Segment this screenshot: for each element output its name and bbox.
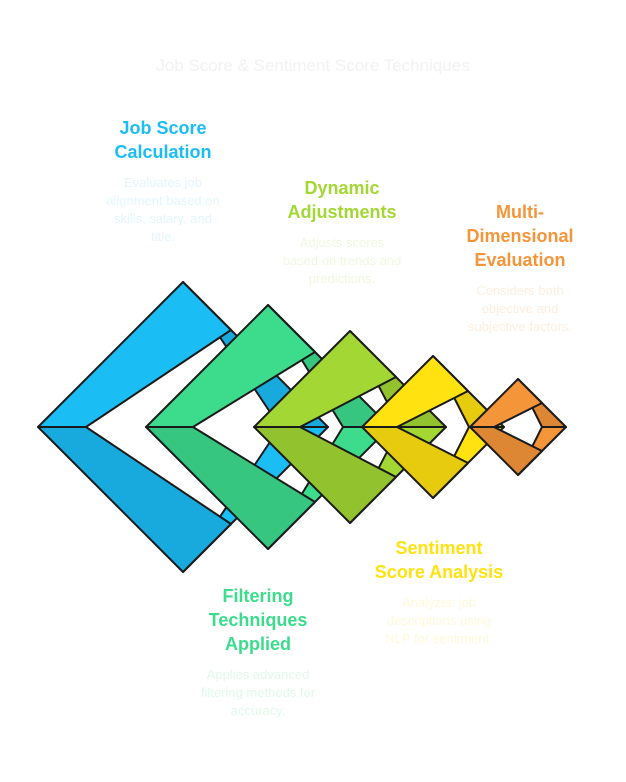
label-sentiment: Sentiment Score Analysis Analyzes job de… (358, 536, 520, 648)
label-sentiment-description: Analyzes job descriptions using NLP for … (385, 595, 493, 646)
label-filtering-heading: Filtering Techniques Applied (208, 586, 308, 654)
label-sentiment-heading: Sentiment Score Analysis (374, 538, 504, 582)
chevron-filtering-outer-lower (145, 426, 316, 550)
label-multi-heading: Multi- Dimensional Evaluation (466, 202, 574, 270)
chevron-multi-outer-lower (469, 426, 543, 476)
label-job-score: Job Score Calculation Evaluates job alig… (88, 116, 238, 246)
label-dynamic-adjustments: Dynamic Adjustments Adjusts scores based… (266, 176, 418, 288)
label-job-score-description: Evaluates job alignment based on skills,… (106, 175, 220, 244)
chevron-sentiment-outer-lower (361, 426, 469, 499)
diagram-title: Job Score & Sentiment Score Techniques (156, 56, 470, 75)
label-multi-description: Considers both objective and subjective … (467, 283, 573, 334)
chevron-dynamic-outer-lower (253, 426, 397, 524)
chevron-job-score-outer-lower (37, 426, 232, 573)
label-filtering-description: Applies advanced filtering methods for a… (200, 667, 316, 718)
label-dynamic-heading: Dynamic Adjustments (287, 178, 397, 222)
label-dynamic-description: Adjusts scores based on trends and predi… (282, 235, 402, 286)
label-job-score-heading: Job Score Calculation (114, 118, 212, 162)
label-filtering: Filtering Techniques Applied Applies adv… (180, 584, 336, 720)
label-multi-dimensional: Multi- Dimensional Evaluation Considers … (444, 200, 596, 336)
